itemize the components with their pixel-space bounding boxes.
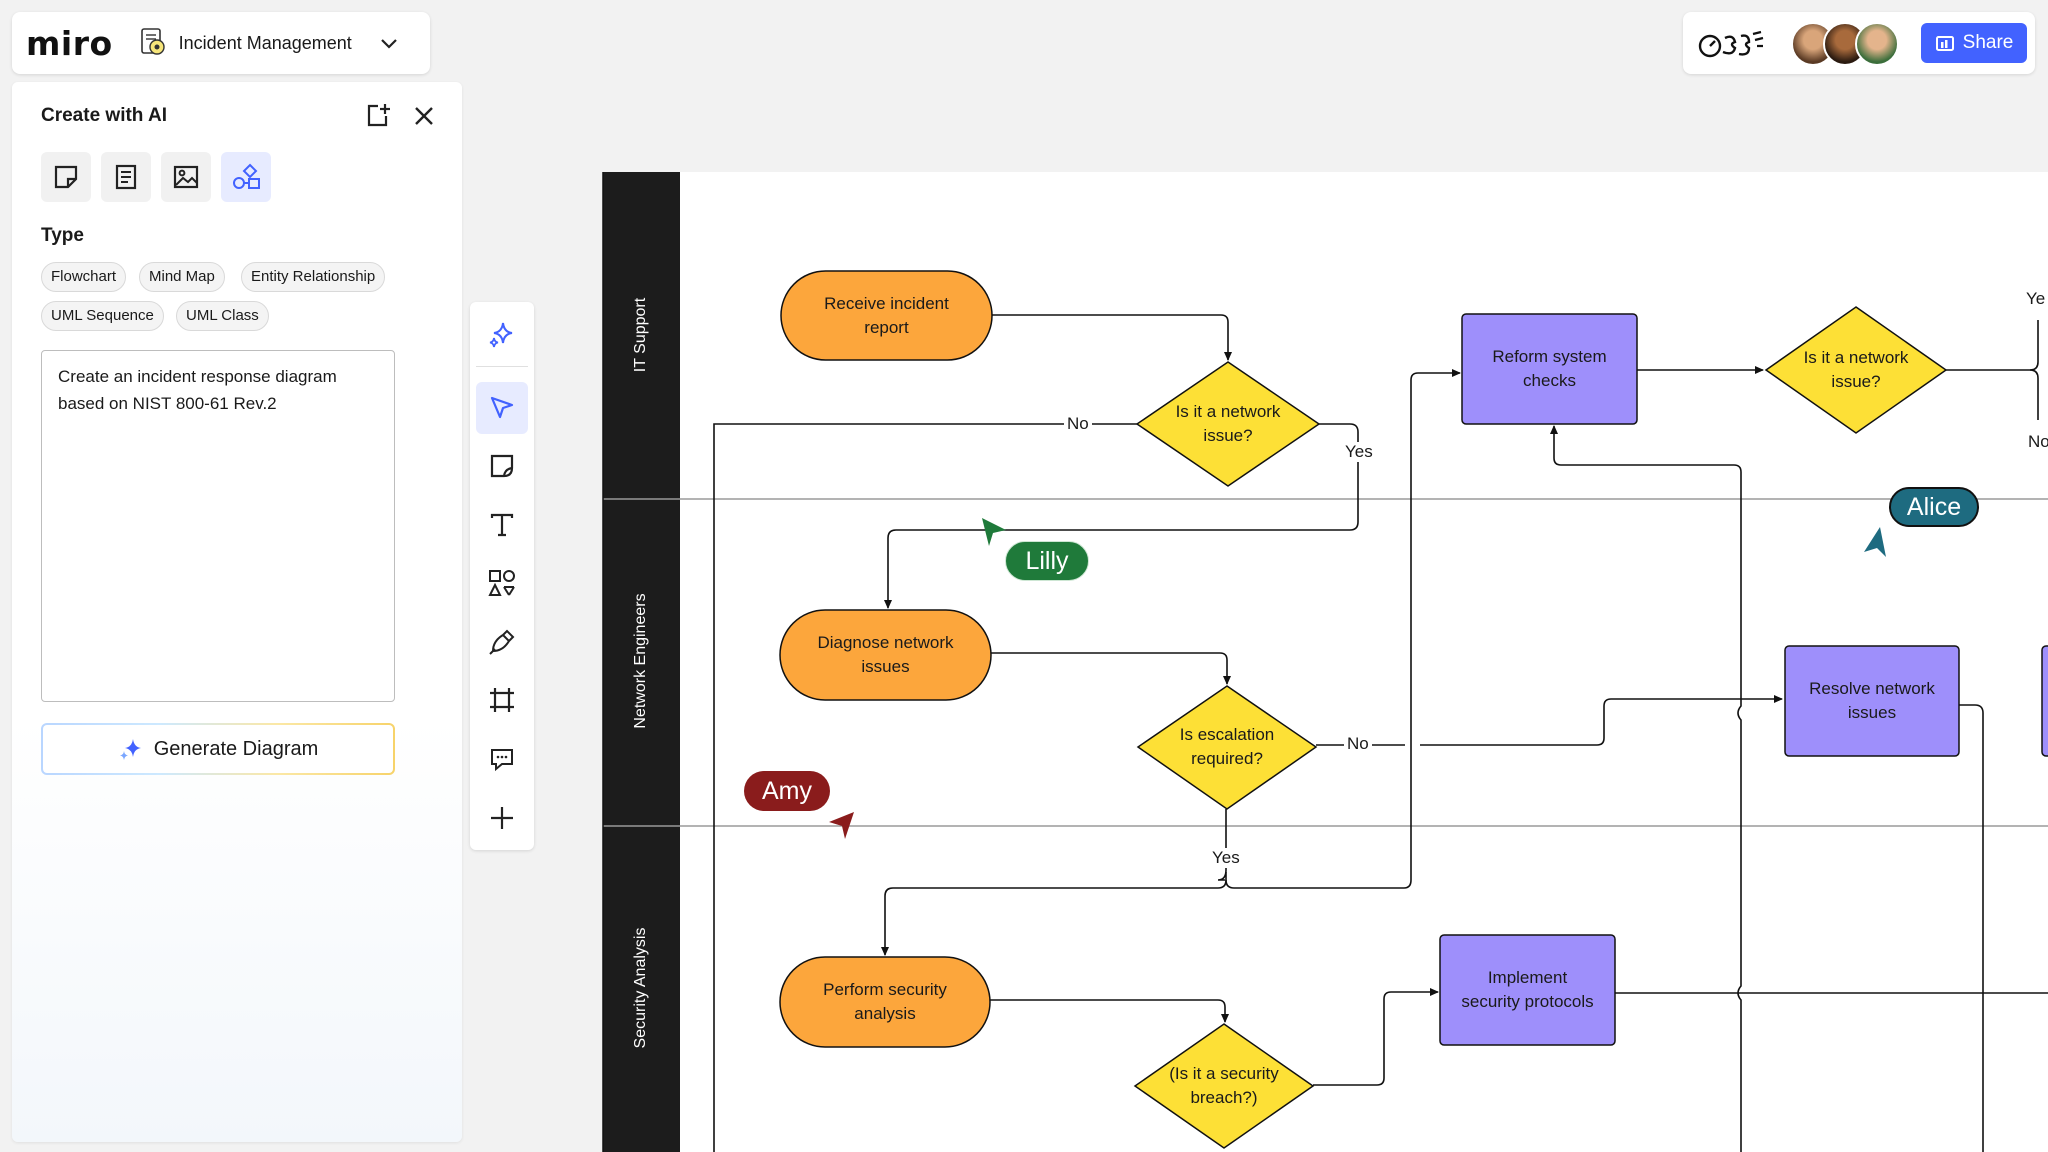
edge-escalation-down <box>1217 809 1227 881</box>
type-chip-uml-class[interactable]: UML Class <box>176 301 269 331</box>
shapes-icon <box>488 570 515 596</box>
edge-receive-to-question <box>992 314 1232 361</box>
prompt-textarea[interactable]: Create an incident response diagram base… <box>41 350 395 702</box>
edge-no-right <box>2029 369 2039 420</box>
pen-icon <box>489 629 515 655</box>
edge-label-no: No <box>1344 734 1372 754</box>
edge-yes-to-security <box>881 872 1227 956</box>
generate-diagram-button[interactable]: Generate Diagram <box>41 723 395 775</box>
miro-logo[interactable]: miro <box>26 23 113 63</box>
node-label[interactable]: Is it a network issue? <box>1175 402 1281 445</box>
sparkle-icon <box>119 739 141 760</box>
node-label[interactable]: Perform security analysis <box>823 980 947 1023</box>
type-chip-entity-relationship[interactable]: Entity Relationship <box>241 262 386 292</box>
ai-tool-button[interactable] <box>476 308 528 360</box>
text-tool-button[interactable] <box>476 499 528 551</box>
edge-security-to-breach <box>990 999 1229 1023</box>
text-icon <box>490 513 514 537</box>
document-icon <box>115 164 137 190</box>
type-heading: Type <box>41 225 84 246</box>
lane-label-security-analysis: Security Analysis <box>632 927 649 1049</box>
edge-resolve-down <box>1959 704 1984 1152</box>
comment-tool-button[interactable] <box>476 733 528 785</box>
node-label[interactable]: Reform system checks <box>1492 347 1607 390</box>
panel-title: Create with AI <box>41 105 167 126</box>
node-partial-right <box>2041 645 2048 757</box>
frame-tool-button[interactable] <box>476 674 528 726</box>
avatar[interactable] <box>1855 22 1899 66</box>
image-mode-button[interactable] <box>161 152 211 202</box>
image-icon <box>173 165 199 189</box>
new-window-icon[interactable] <box>364 102 392 130</box>
shapes-tool-button[interactable] <box>476 557 528 609</box>
ai-sparkle-icon <box>489 322 513 348</box>
close-icon[interactable] <box>410 102 438 130</box>
share-board-icon <box>1935 36 1954 51</box>
pen-tool-button[interactable] <box>476 616 528 668</box>
toolbar-divider <box>476 366 528 367</box>
node-label[interactable]: Is escalation required? <box>1179 725 1275 768</box>
generate-label: Generate Diagram <box>153 737 319 760</box>
sticky-note-tool-button[interactable] <box>476 440 528 492</box>
lane-label-it-support: IT Support <box>632 297 649 373</box>
share-button[interactable]: Share <box>1921 23 2027 63</box>
edge-label-no-partial: No <box>2024 432 2048 452</box>
creation-toolbar <box>470 302 534 850</box>
sticky-note-icon <box>490 454 514 478</box>
board-name[interactable]: Incident Management <box>178 32 352 53</box>
node-label[interactable]: Resolve network issues <box>1809 679 1935 722</box>
sticky-note-mode-button[interactable] <box>41 152 91 202</box>
select-tool-button[interactable] <box>476 382 528 434</box>
board-icon[interactable] <box>139 27 167 59</box>
more-tools-button[interactable] <box>476 792 528 844</box>
diagram-mode-button[interactable] <box>221 152 271 202</box>
lane-label-network-engineers: Network Engineers <box>632 593 649 729</box>
alice-cursor-icon <box>1864 527 1886 557</box>
create-with-ai-panel: Create with AI Type Flowchart Mind Map E… <box>12 82 462 1142</box>
type-chip-mind-map[interactable]: Mind Map <box>139 262 225 292</box>
collaborator-tag-amy: Amy <box>744 771 830 811</box>
collaborator-tag-alice: Alice <box>1889 487 1979 527</box>
edge-label-no: No <box>1064 414 1092 434</box>
edge-label-yes: Yes <box>1342 442 1376 462</box>
node-label[interactable]: Receive incident report <box>824 293 949 337</box>
reactions-icon[interactable] <box>1697 28 1767 60</box>
amy-cursor-icon <box>829 812 854 839</box>
edge-label-yes-partial: Ye <box>2022 289 2046 309</box>
collaborator-tag-lilly: Lilly <box>1005 541 1089 581</box>
chevron-down-icon[interactable] <box>378 32 400 54</box>
board-header: miro Incident Management <box>12 12 430 74</box>
node-label[interactable]: Diagnose network issues <box>817 633 954 676</box>
diagram-icon <box>233 163 260 189</box>
select-cursor-icon <box>490 396 514 419</box>
edge-label-yes: Yes <box>1209 848 1243 868</box>
lilly-cursor-icon <box>982 518 1006 546</box>
plus-icon <box>491 807 513 829</box>
node-label[interactable]: Implement security protocols <box>1461 968 1594 1011</box>
edge-breach-to-implement <box>1313 988 1439 1086</box>
collaboration-bar: Share <box>1683 12 2035 74</box>
frame-icon <box>490 688 514 712</box>
type-chip-uml-sequence[interactable]: UML Sequence <box>41 301 164 331</box>
document-mode-button[interactable] <box>101 152 151 202</box>
share-label: Share <box>1962 32 2014 53</box>
node-label[interactable]: (Is it a security breach?) <box>1169 1064 1279 1107</box>
edge-yes-right <box>1946 320 2039 371</box>
type-chip-flowchart[interactable]: Flowchart <box>41 262 127 292</box>
edge-no-to-resolve <box>1316 699 1782 746</box>
sticky-note-icon <box>54 165 78 189</box>
comment-icon <box>491 749 513 772</box>
node-label[interactable]: Is it a network issue? <box>1803 348 1909 391</box>
edge-diagnose-to-escalation <box>991 652 1231 685</box>
